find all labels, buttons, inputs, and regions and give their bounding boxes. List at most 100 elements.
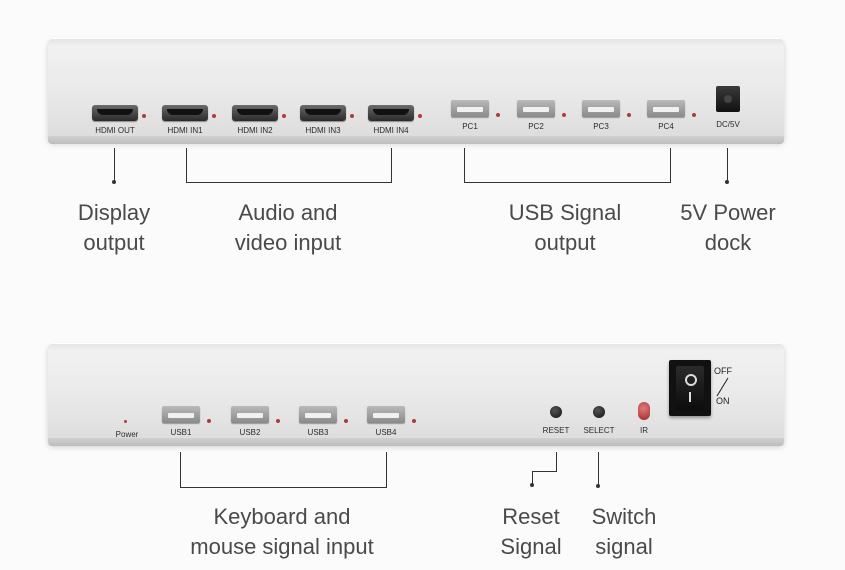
pc3-led	[627, 113, 631, 117]
hdmi-in3-label: HDMI IN3	[305, 126, 341, 135]
hdmi-in2-led	[282, 114, 286, 118]
pc1-led	[496, 113, 500, 117]
hdmi-in4-port	[368, 105, 414, 121]
pc2-usb-port	[517, 100, 555, 117]
top-device-foot	[48, 136, 784, 144]
reset-callout-horizontal	[532, 471, 557, 472]
usb3-label: USB3	[307, 428, 329, 437]
usb-output-caption: USB Signal output	[509, 198, 622, 258]
switch-on-label: ON	[716, 396, 730, 406]
pc1-usb-port	[451, 100, 489, 117]
switch-callout-line	[598, 452, 599, 486]
pc4-led	[692, 113, 696, 117]
hdmi-in3-port	[300, 105, 346, 121]
switch-callout-dot	[596, 484, 600, 488]
display-callout-dot	[112, 180, 116, 184]
select-button[interactable]	[593, 406, 605, 418]
pc2-led	[562, 113, 566, 117]
hdmi-out-led	[142, 114, 146, 118]
keyboard-callout-right-line	[386, 452, 387, 487]
pc4-label: PC4	[658, 122, 674, 131]
pc4-usb-port	[647, 100, 685, 117]
usb-out-callout-bracket	[464, 182, 671, 183]
power-caption-line2: dock	[704, 230, 752, 255]
keyboard-mouse-caption: Keyboard and mouse signal input	[190, 502, 373, 562]
power-led	[124, 420, 127, 423]
switch-off-label: OFF	[714, 366, 732, 376]
av-callout-right-line	[391, 148, 392, 182]
av-callout-left-line	[186, 148, 187, 182]
keyboard-caption-line1: Keyboard and	[213, 504, 351, 529]
select-label: SELECT	[583, 426, 615, 435]
reset-caption-line1: Reset	[502, 504, 560, 529]
switch-caption-line1: Switch	[591, 504, 657, 529]
on-symbol-icon	[689, 392, 691, 402]
switch-slash-icon	[716, 377, 729, 397]
usb3-port	[299, 406, 337, 423]
usb2-led	[276, 419, 280, 423]
rocker	[676, 366, 704, 410]
reset-button[interactable]	[550, 406, 562, 418]
usb1-led	[207, 419, 211, 423]
bottom-device-foot	[48, 438, 784, 446]
power-led-label: Power	[115, 430, 139, 439]
dc-power-label: DC/5V	[716, 120, 740, 129]
pc3-label: PC3	[593, 122, 609, 131]
usb1-port	[162, 406, 200, 423]
av-caption-line2: video input	[234, 230, 342, 255]
av-input-caption: Audio and video input	[235, 198, 341, 258]
ir-receiver	[638, 402, 650, 420]
usb3-led	[344, 419, 348, 423]
usb-caption-line1: USB Signal	[508, 200, 622, 225]
reset-label: RESET	[542, 426, 570, 435]
power-dock-caption: 5V Power dock	[680, 198, 775, 258]
power-callout-line	[727, 148, 728, 182]
display-output-caption: Display output	[78, 198, 150, 258]
hdmi-in2-port	[232, 105, 278, 121]
dc-power-jack	[716, 86, 740, 112]
reset-callout-vertical	[556, 452, 557, 472]
av-callout-bracket	[186, 182, 392, 183]
pc3-usb-port	[582, 100, 620, 117]
switch-signal-caption: Switch signal	[592, 502, 657, 562]
usb1-label: USB1	[170, 428, 192, 437]
usb4-port	[367, 406, 405, 423]
reset-callout-drop	[532, 471, 533, 485]
power-rocker-switch[interactable]	[669, 360, 711, 416]
hdmi-in3-led	[350, 114, 354, 118]
keyboard-callout-bracket	[180, 487, 387, 488]
av-caption-line1: Audio and	[238, 200, 338, 225]
usb-caption-line2: output	[534, 230, 596, 255]
ir-label: IR	[640, 426, 648, 435]
hdmi-in2-label: HDMI IN2	[237, 126, 273, 135]
display-caption-line2: output	[83, 230, 145, 255]
off-symbol-icon	[685, 374, 697, 386]
hdmi-in1-led	[212, 114, 216, 118]
bottom-device-panel	[48, 343, 784, 443]
hdmi-in4-led	[418, 114, 422, 118]
usb4-led	[412, 419, 416, 423]
display-caption-line1: Display	[77, 200, 151, 225]
pc1-label: PC1	[462, 122, 478, 131]
usb4-label: USB4	[375, 428, 397, 437]
usb-out-callout-right-line	[670, 148, 671, 182]
reset-caption-line2: Signal	[500, 534, 562, 559]
power-callout-dot	[725, 180, 729, 184]
top-device-panel	[48, 38, 784, 140]
pc2-label: PC2	[528, 122, 544, 131]
hdmi-in1-port	[162, 105, 208, 121]
hdmi-out-port	[92, 105, 138, 121]
reset-signal-caption: Reset Signal	[500, 502, 561, 562]
usb-out-callout-left-line	[464, 148, 465, 182]
hdmi-in4-label: HDMI IN4	[373, 126, 409, 135]
hdmi-out-label: HDMI OUT	[95, 126, 135, 135]
keyboard-callout-left-line	[180, 452, 181, 487]
usb2-label: USB2	[239, 428, 261, 437]
usb2-port	[231, 406, 269, 423]
reset-callout-dot	[530, 483, 534, 487]
switch-caption-line2: signal	[595, 534, 653, 559]
hdmi-in1-label: HDMI IN1	[167, 126, 203, 135]
power-caption-line1: 5V Power	[680, 200, 776, 225]
display-callout-line	[114, 148, 115, 182]
keyboard-caption-line2: mouse signal input	[190, 534, 374, 559]
